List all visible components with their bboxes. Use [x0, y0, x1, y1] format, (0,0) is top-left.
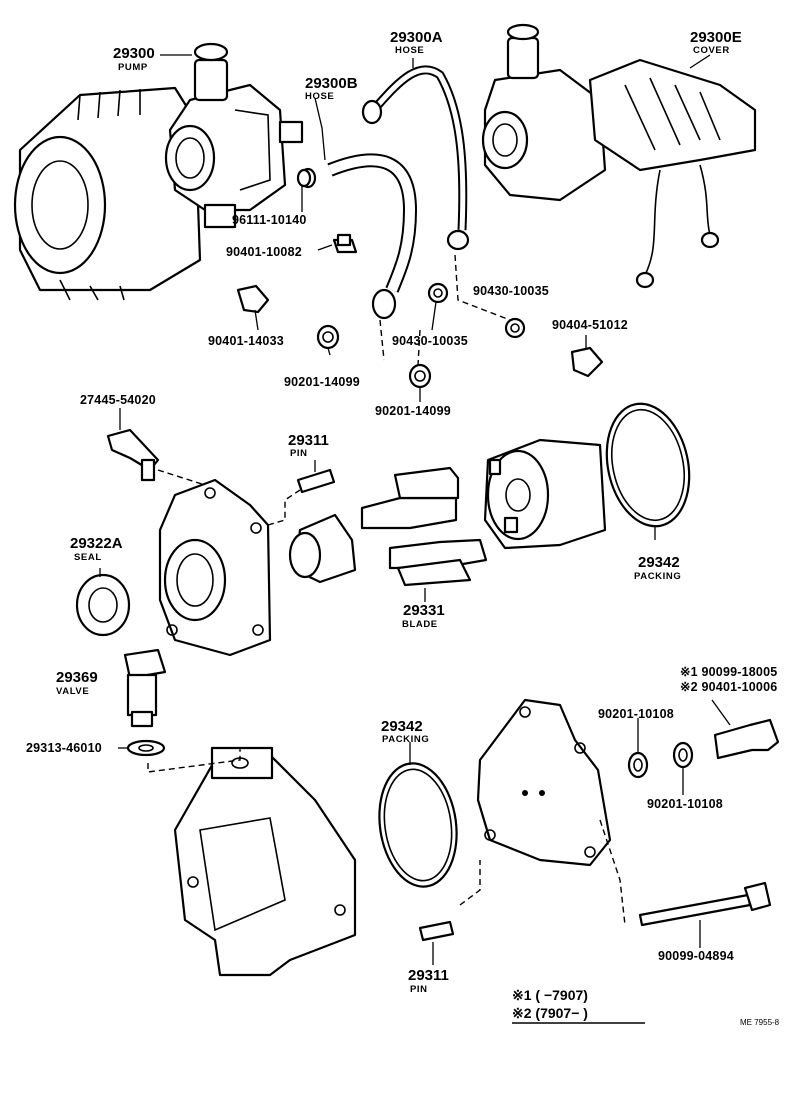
rear-housing-drawing — [147, 746, 357, 977]
labels: 29300 PUMP 29300A HOSE 29300B HOSE 29300… — [26, 29, 780, 1027]
packing-upper-name: PACKING — [634, 571, 681, 582]
packing-upper-number: 29342 — [638, 554, 680, 571]
pin-upper-name: PIN — [290, 448, 308, 459]
alternator-drawing — [13, 86, 202, 301]
leader-lines — [99, 54, 731, 965]
diagram-code: ME 7955-8 — [740, 1018, 780, 1027]
part-90401-14033: 90401-14033 — [208, 334, 284, 348]
pump-number: 29300 — [113, 45, 155, 62]
hose-29300a-drawing — [361, 65, 470, 251]
part-90401-10082: 90401-10082 — [226, 245, 302, 259]
part-90099-04894: 90099-04894 — [658, 949, 734, 963]
part-90430-10035-a: 90430-10035 — [473, 284, 549, 298]
part-96111-10140: 96111-10140 — [232, 213, 307, 227]
cover-name: COVER — [693, 45, 730, 56]
bushing-drawing — [288, 513, 357, 584]
pin-lower-drawing — [418, 860, 481, 942]
rotor-drawing — [483, 438, 607, 550]
blade-name: BLADE — [402, 619, 438, 630]
cover-number: 29300E — [690, 29, 742, 46]
fittings-lower — [627, 718, 780, 779]
part-29313-46010: 29313-46010 — [26, 741, 102, 755]
part-90404-51012: 90404-51012 — [552, 318, 628, 332]
packing-upper-drawing — [605, 402, 691, 528]
hose-b-number: 29300B — [305, 75, 358, 92]
part-90430-10035-b: 90430-10035 — [392, 334, 468, 348]
pin-upper-drawing — [296, 468, 336, 494]
blade-number: 29331 — [403, 602, 445, 619]
pump-drawing — [164, 42, 304, 229]
hose-29300b-drawing — [299, 153, 418, 320]
blades-drawing — [360, 466, 488, 587]
seal-drawing — [75, 573, 131, 637]
part-90201-10108-b: 90201-10108 — [647, 797, 723, 811]
valve-name: VALVE — [56, 686, 89, 697]
valve-number: 29369 — [56, 669, 98, 686]
note-2-part: ※2 90401-10006 — [680, 680, 777, 694]
part-90201-14099-a: 90201-14099 — [284, 375, 360, 389]
pump-cover-drawing — [481, 23, 757, 289]
part-90201-14099-b: 90201-14099 — [375, 404, 451, 418]
fittings-upper — [236, 168, 604, 389]
seal-name: SEAL — [74, 552, 102, 563]
pin-upper-number: 29311 — [288, 432, 329, 449]
end-plate-drawing — [476, 698, 612, 867]
front-housing-drawing — [158, 478, 301, 657]
bracket-27445-drawing — [106, 428, 206, 486]
pin-lower-name: PIN — [410, 984, 428, 995]
footnote-1: ※1 ( −7907) — [512, 987, 588, 1003]
footnote-2: ※2 (7907− ) — [512, 1005, 588, 1021]
pin-lower-number: 29311 — [408, 967, 449, 984]
pump-name: PUMP — [118, 62, 148, 73]
note-1-part: ※1 90099-18005 — [680, 665, 777, 679]
packing-lower-number: 29342 — [381, 718, 423, 735]
packing-lower-drawing — [378, 762, 458, 888]
long-bolt-drawing — [599, 819, 772, 927]
hose-a-number: 29300A — [390, 29, 443, 46]
part-90201-10108-a: 90201-10108 — [598, 707, 674, 721]
hose-b-name: HOSE — [305, 91, 334, 102]
hose-a-name: HOSE — [395, 45, 424, 56]
packing-lower-name: PACKING — [382, 734, 429, 745]
seal-number: 29322A — [70, 535, 123, 552]
part-27445-54020: 27445-54020 — [80, 393, 156, 407]
valve-drawing — [123, 648, 167, 757]
